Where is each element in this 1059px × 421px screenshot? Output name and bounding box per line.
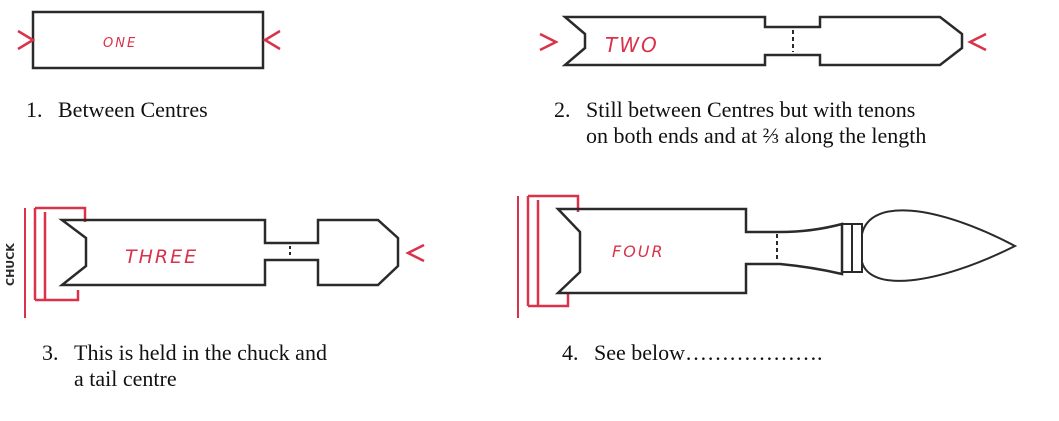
caption-1-number: 1. [26, 97, 43, 122]
blank-four [554, 207, 844, 295]
label-two: TWO [605, 33, 659, 57]
caption-3-number: 3. [42, 340, 59, 365]
tail-centre-right-three [405, 243, 425, 263]
diagram-two: TWO [539, 15, 987, 67]
caption-2: 2.Still between Centres but with tenons … [554, 97, 926, 149]
caption-2-line2: on both ends and at ⅔ along the length [586, 123, 927, 148]
label-three: THREE [125, 246, 198, 268]
chuck-label: CHUCK [4, 243, 17, 286]
diagram-one: ONE [17, 10, 281, 70]
blank-two [561, 15, 964, 67]
caption-1-text: Between Centres [58, 97, 208, 122]
caption-2-line1: Still between Centres but with tenons [586, 97, 916, 122]
label-four: FOUR [612, 242, 665, 261]
drive-centre-left-two [539, 32, 559, 52]
chuck-jaws-three [33, 206, 87, 302]
blank-three [58, 218, 400, 287]
tail-centre-right-one [262, 29, 281, 51]
neck-four [842, 223, 863, 273]
drive-centre-left-one [17, 29, 36, 51]
caption-3-line1: This is held in the chuck and [74, 340, 327, 365]
caption-4: 4. See below………………. [562, 340, 823, 366]
tail-centre-right-two [967, 32, 987, 52]
caption-3: 3. This is held in the chuck and a tail c… [42, 340, 327, 392]
caption-2-number: 2. [554, 97, 571, 122]
caption-4-number: 4. [562, 340, 579, 365]
finial-bulb-four [861, 209, 1018, 282]
caption-1: 1. Between Centres [26, 97, 208, 123]
chuck-jaws-four [526, 194, 580, 308]
label-one: ONE [103, 36, 137, 51]
caption-3-line2: a tail centre [74, 366, 177, 391]
blank-one [31, 10, 265, 70]
caption-4-text: See below………………. [594, 340, 823, 365]
diagram-four: FOUR [517, 194, 1018, 318]
diagram-three: THREE CHUCK [4, 206, 425, 318]
